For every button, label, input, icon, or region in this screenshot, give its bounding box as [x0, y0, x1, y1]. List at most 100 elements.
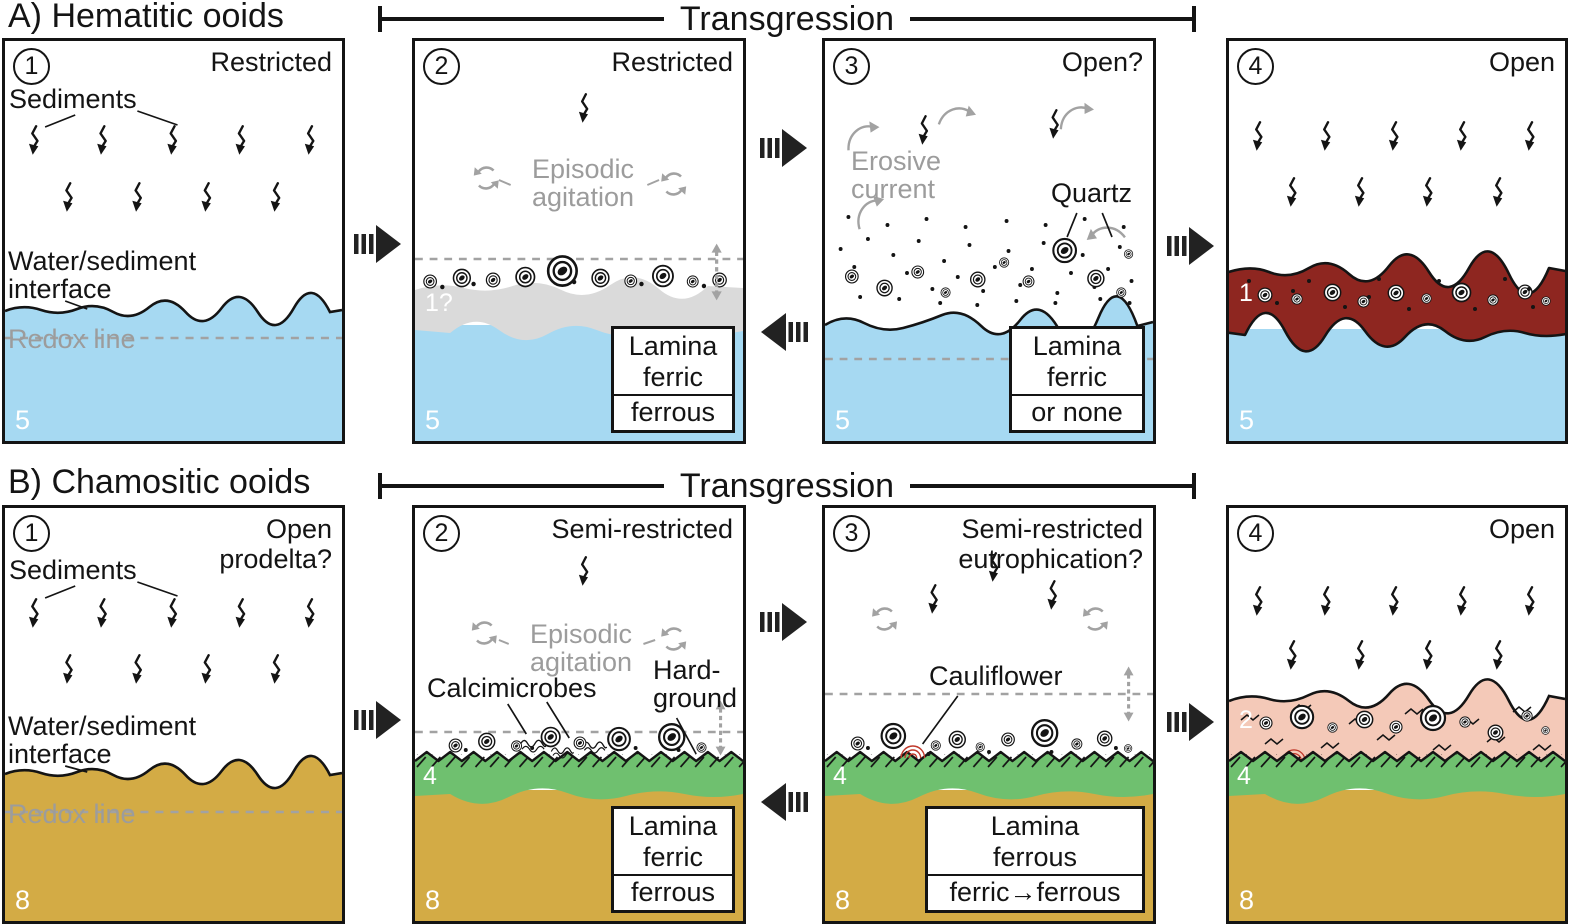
transgression-label: Transgression — [679, 466, 895, 505]
bracket-tick — [1192, 473, 1197, 499]
lamina-legend-line: ferric — [643, 362, 703, 392]
chamosite-bed-top-line — [1229, 678, 1565, 722]
transition-arrow-b-2-3 — [760, 602, 808, 642]
lamina-legend-line: Lamina — [1032, 331, 1122, 361]
quartz-grain-dots — [838, 215, 1134, 307]
interface-label: Water/sediment interface — [8, 711, 197, 769]
agitation-arrow-icon — [470, 620, 499, 646]
sediments-label: Sediments — [9, 555, 137, 585]
lamina-legend-line: ferric — [643, 842, 703, 872]
sediment-grain-dots — [866, 746, 1118, 756]
section-a-title: A) Hematitic ooids — [8, 0, 284, 35]
section-b-title: B) Chamositic ooids — [8, 463, 311, 501]
lamina-legend-line: ferrous — [614, 394, 732, 428]
hardground-top-line — [825, 750, 1153, 763]
ooids-group — [844, 237, 1134, 298]
lamina-legend-line: ferrous — [992, 842, 1078, 872]
falling-sediment-arrows — [1251, 121, 1536, 208]
water-sediment-interface-line — [5, 291, 342, 327]
depth-number: 5 — [425, 405, 441, 435]
depth-number: 8 — [425, 885, 441, 915]
stage-number: 1 — [13, 515, 50, 552]
falling-sediment-arrow — [1048, 109, 1060, 140]
agitation-pointer-dashes — [498, 639, 656, 645]
panel-a4: 4 Open 1 5 — [1226, 38, 1568, 444]
condition-label: Restricted — [210, 47, 332, 77]
condition-label: Restricted — [611, 47, 733, 77]
transition-arrow-a-2-3 — [760, 128, 808, 168]
lamina-legend-box: Lamina ferric or none — [1009, 326, 1145, 433]
section-b-transgression-bracket: Transgression — [378, 466, 1197, 505]
lamina-legend-box: Lamina ferrous ferric→ferrous — [925, 806, 1145, 913]
section-a-transgression-bracket: Transgression — [378, 0, 1197, 38]
calcimicrobes-label: Calcimicrobes — [427, 673, 597, 703]
transition-arrow-a-3-2 — [760, 312, 808, 352]
depth-number: 5 — [1239, 405, 1255, 435]
agitation-arrow-icon — [1081, 606, 1110, 632]
depth-number: 8 — [835, 885, 851, 915]
transition-arrow-b-1-2 — [354, 700, 402, 740]
panel-b1: 1 Open prodelta? Sediments Water/sedimen… — [2, 505, 345, 924]
lamina-legend-line: or none — [1012, 394, 1142, 428]
label-pointer-lines — [44, 110, 178, 310]
episodic-agitation-label: Episodic agitation — [529, 619, 633, 677]
stage-number: 1 — [13, 48, 50, 85]
ooids-group — [850, 718, 1133, 753]
water-sediment-interface-line — [825, 295, 1153, 347]
condition-label: Semi-restricted — [551, 514, 733, 544]
stage-number: 4 — [1237, 48, 1274, 85]
transgression-label: Transgression — [679, 0, 895, 38]
panel-b4: 4 Open 2 4 8 — [1226, 505, 1568, 924]
lamina-legend-line: ferrous — [614, 874, 732, 908]
water-sediment-interface-line — [5, 754, 342, 790]
bracket-tick — [1192, 6, 1197, 32]
bracket-line — [910, 17, 1193, 21]
label-pointer-lines — [507, 701, 697, 755]
depth-number: 8 — [15, 885, 31, 915]
falling-sediment-arrows — [27, 125, 316, 213]
sediment-grain-dots — [463, 746, 681, 752]
panel-a3: 3 Open? Erosive current Quartz Lamina fe… — [822, 38, 1156, 444]
lamina-legend-box: Lamina ferric ferrous — [611, 806, 735, 913]
gray-lamina-band — [415, 277, 743, 341]
panel-a1-scene — [5, 110, 342, 441]
lamina-legend-line: Lamina — [990, 811, 1080, 841]
hardground-number: 4 — [833, 762, 847, 790]
hardground-top-line — [1229, 750, 1565, 763]
redox-label: Redox line — [8, 324, 136, 354]
lamina-legend-line: Lamina — [628, 331, 718, 361]
panel-a2: 2 Restricted Episodic agitation 1? Lamin… — [412, 38, 746, 444]
hardground-number: 4 — [1237, 762, 1251, 790]
stage-number: 3 — [833, 515, 870, 552]
episodic-agitation-label: Episodic agitation — [531, 154, 635, 212]
transition-arrow-a-3-4 — [1167, 226, 1215, 266]
lamina-legend-box: Lamina ferric ferrous — [611, 326, 735, 433]
hardground-top-line — [415, 750, 743, 763]
stage-number: 2 — [423, 48, 460, 85]
condition-label: Open — [1488, 47, 1555, 77]
agitation-arrow-icon — [472, 165, 501, 191]
sediments-label: Sediments — [9, 84, 137, 114]
stage-number: 2 — [423, 515, 460, 552]
agitation-pointer-dashes — [498, 179, 660, 186]
bracket-tick — [378, 473, 382, 499]
quartz-pointer-lines — [1066, 212, 1113, 238]
oscillation-arrow-icon — [709, 243, 724, 301]
label-pointer-lines — [44, 581, 178, 773]
depth-number: 5 — [15, 405, 31, 435]
sediment-fill — [1229, 790, 1565, 921]
condition-label: Open? — [1061, 47, 1143, 77]
lamina-legend-line: ferric — [1047, 362, 1107, 392]
cauliflower-pointer-line — [921, 695, 959, 745]
falling-sediment-arrow — [917, 115, 929, 146]
depth-number: 5 — [835, 405, 851, 435]
condition-label: Open — [1488, 514, 1555, 544]
panel-b3: 3 Semi-restricted eutrophication? Caulif… — [822, 505, 1156, 924]
bracket-tick — [378, 6, 382, 32]
panel-b4-scene — [1229, 586, 1565, 921]
lamina-legend-line: ferric→ferrous — [928, 874, 1142, 908]
lamina-legend-line: Lamina — [628, 811, 718, 841]
transition-arrow-a-1-2 — [354, 224, 402, 264]
hardground-label: Hard- ground — [653, 655, 738, 713]
